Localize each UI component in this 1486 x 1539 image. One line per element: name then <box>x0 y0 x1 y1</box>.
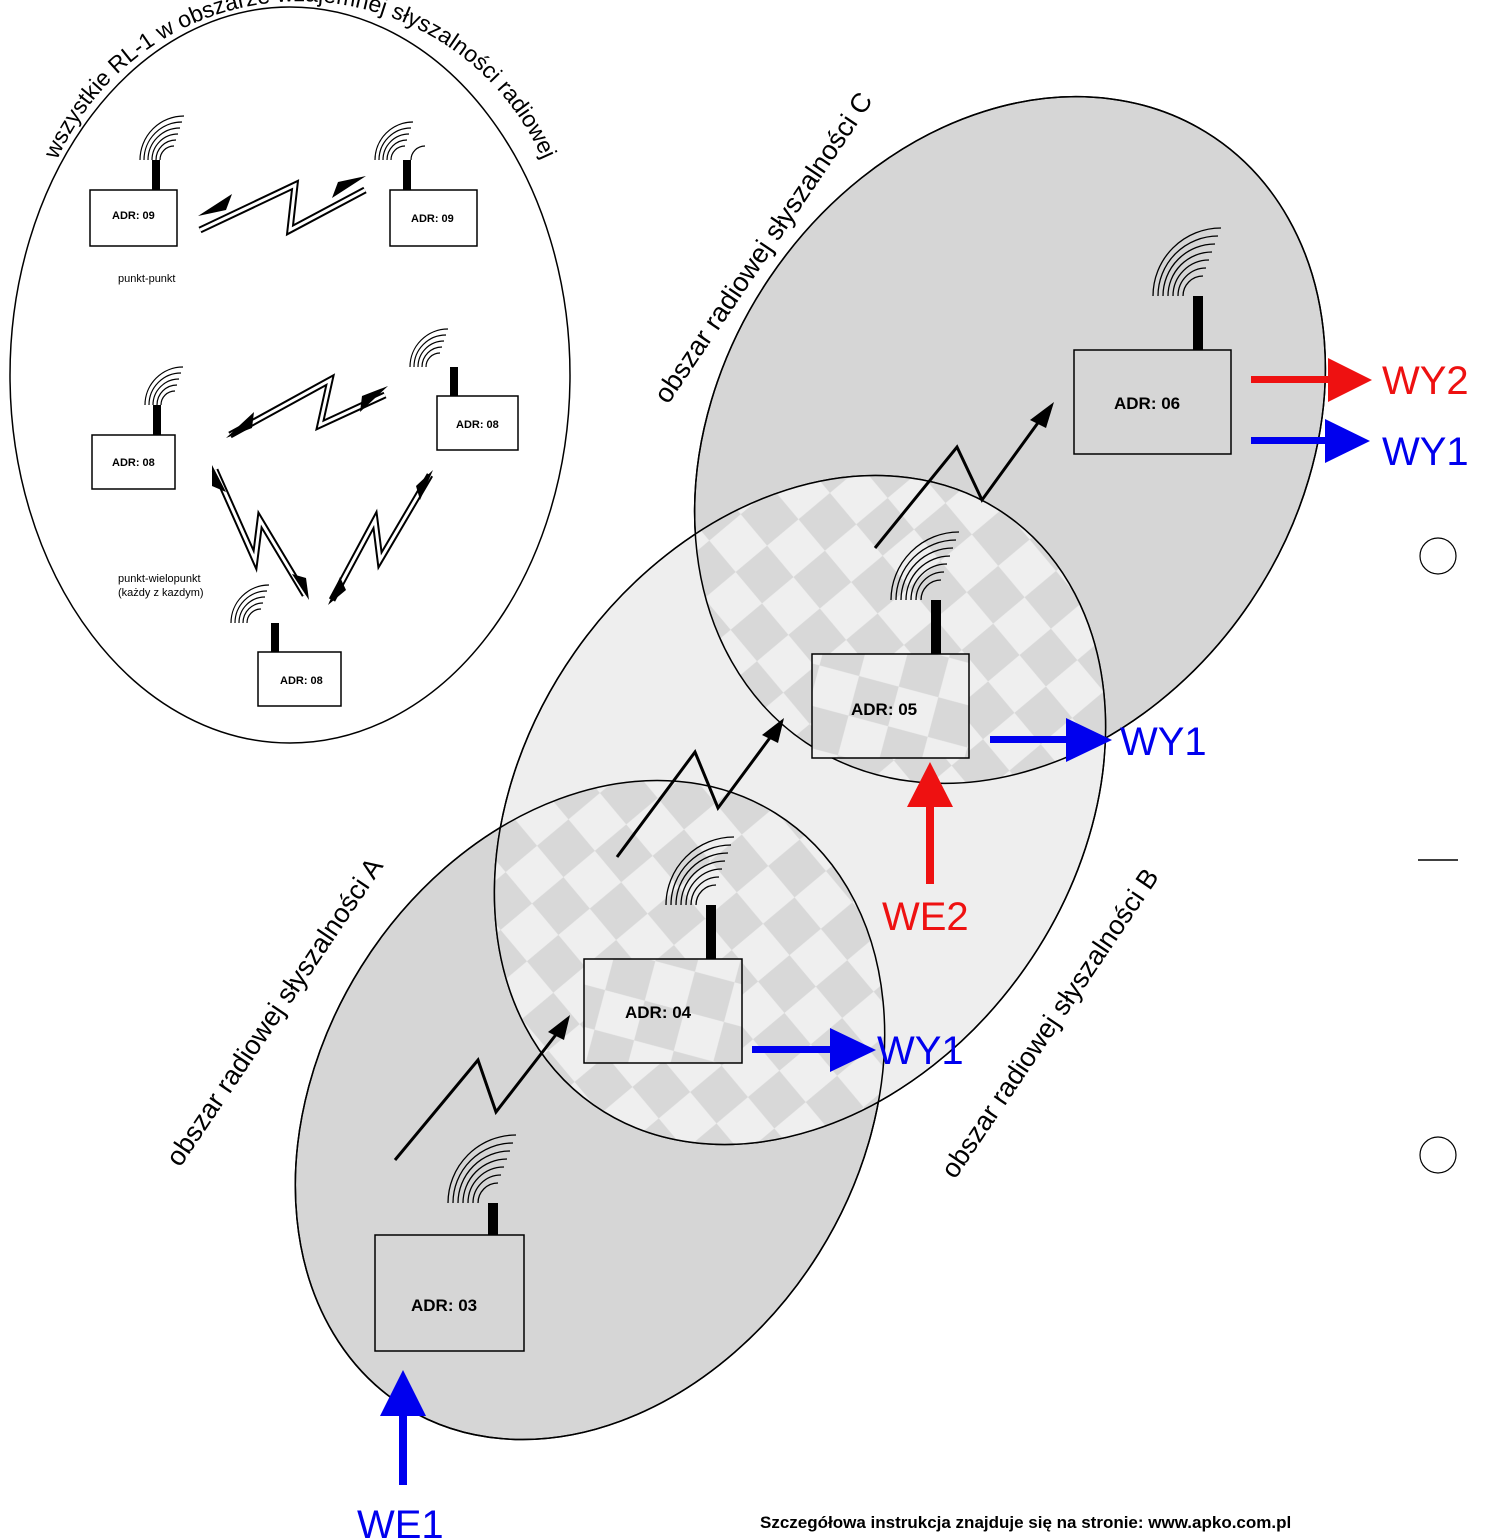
output-arrow-wy1-d05 <box>990 718 1112 762</box>
output-wy1-d04-label: WY1 <box>877 1029 964 1073</box>
antenna-waves-icon <box>230 584 270 624</box>
legend-device-08c: ADR: 08 <box>230 584 342 707</box>
binder-hole-top <box>1419 537 1457 575</box>
device-adr-03-label: ADR: 03 <box>411 1296 477 1315</box>
legend-device-label: ADR: 09 <box>411 213 454 225</box>
legend-device-label: ADR: 08 <box>456 419 499 431</box>
device-adr-06: ADR: 06 <box>1073 227 1232 455</box>
footer-note: Szczegółowa instrukcja znajduje się na s… <box>760 1513 1291 1532</box>
output-arrow-wy2-d06 <box>1251 358 1372 402</box>
radio-link-03-04 <box>393 1031 560 1161</box>
input-arrow-we1 <box>380 1370 426 1485</box>
legend-device-09a: ADR: 09 <box>89 115 185 247</box>
legend-multipoint-label: punkt-wielopunkt <box>118 573 201 585</box>
device-adr-06-label: ADR: 06 <box>1114 394 1180 413</box>
legend-ellipse <box>9 6 571 744</box>
device-adr-05: ADR: 05 <box>811 531 970 759</box>
device-adr-04: ADR: 04 <box>583 836 743 1064</box>
legend-device-label: ADR: 09 <box>112 210 155 222</box>
input-we1-label: WE1 <box>357 1503 444 1539</box>
legend-multipoint-sublabel: (każdy z kazdym) <box>118 587 204 599</box>
radio-link-05-06 <box>873 419 1042 549</box>
legend-device-08b: ADR: 08 <box>409 328 519 451</box>
legend-device-label: ADR: 08 <box>280 675 323 687</box>
device-adr-03: ADR: 03 <box>374 1134 525 1352</box>
output-wy1-d05-label: WY1 <box>1120 720 1207 764</box>
antenna-waves-icon <box>890 531 960 601</box>
binder-hole-bottom <box>1419 1136 1457 1174</box>
legend-device-09b: ADR: 09 <box>374 121 478 247</box>
output-wy1-d06-label: WY1 <box>1382 430 1469 474</box>
legend-device-label: ADR: 08 <box>112 457 155 469</box>
device-adr-05-label: ADR: 05 <box>851 700 917 719</box>
output-wy2-d06-label: WY2 <box>1382 359 1469 403</box>
output-arrow-wy1-d06 <box>1251 419 1370 463</box>
legend-device-08a: ADR: 08 <box>91 366 184 490</box>
antenna-waves-icon <box>665 836 735 906</box>
antenna-waves-icon <box>374 121 426 161</box>
antenna-waves-icon <box>409 328 449 368</box>
antenna-waves-icon <box>144 366 184 406</box>
output-arrow-wy1-d04 <box>752 1028 876 1072</box>
antenna-waves-icon <box>447 1134 517 1204</box>
antenna-waves-icon <box>1152 227 1222 297</box>
input-arrow-we2 <box>907 762 953 884</box>
input-we2-label: WE2 <box>882 895 969 939</box>
radio-link-04-05 <box>615 734 774 858</box>
device-adr-04-label: ADR: 04 <box>625 1003 692 1022</box>
antenna-waves-icon <box>139 115 185 161</box>
legend-p2p-label: punkt-punkt <box>118 273 175 285</box>
